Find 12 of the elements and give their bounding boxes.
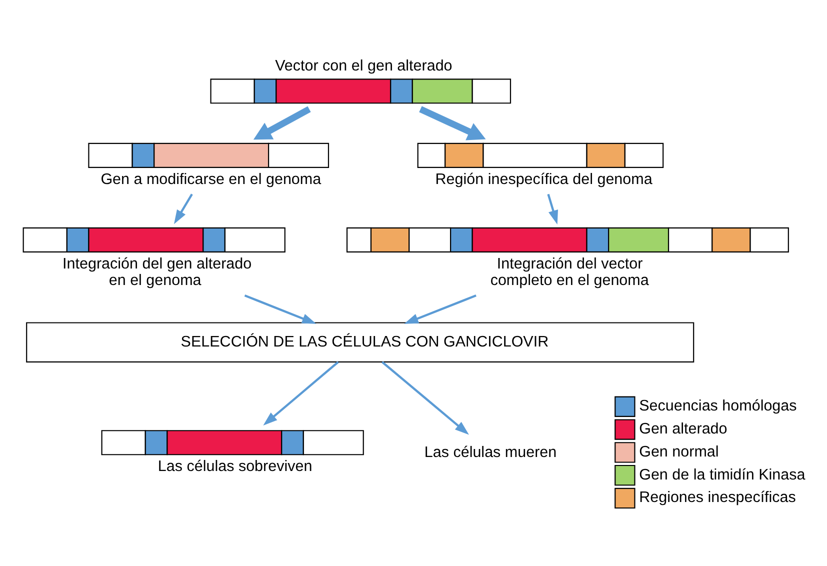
legend-label: Gen alterado bbox=[639, 420, 728, 438]
legend-label: Regiones inespecíficas bbox=[639, 488, 796, 506]
node-text: Las células mueren bbox=[424, 444, 557, 461]
node-label: Integración del gen alterado en el genoma bbox=[62, 254, 252, 288]
node-label: Gen a modificarse en el genoma bbox=[100, 170, 322, 188]
node-label: Vector con el gen alterado bbox=[275, 57, 452, 74]
legend-label: Gen de la timidín Kinasa bbox=[639, 466, 806, 483]
node-label: Integración del vector completo en el genoma bbox=[490, 254, 649, 288]
node-label: Las células sobreviven bbox=[158, 458, 312, 475]
node-text: Región inespecífica del genoma bbox=[435, 170, 652, 188]
legend-label: Secuencias homólogas bbox=[639, 397, 797, 414]
legend-label: Gen normal bbox=[639, 442, 719, 460]
